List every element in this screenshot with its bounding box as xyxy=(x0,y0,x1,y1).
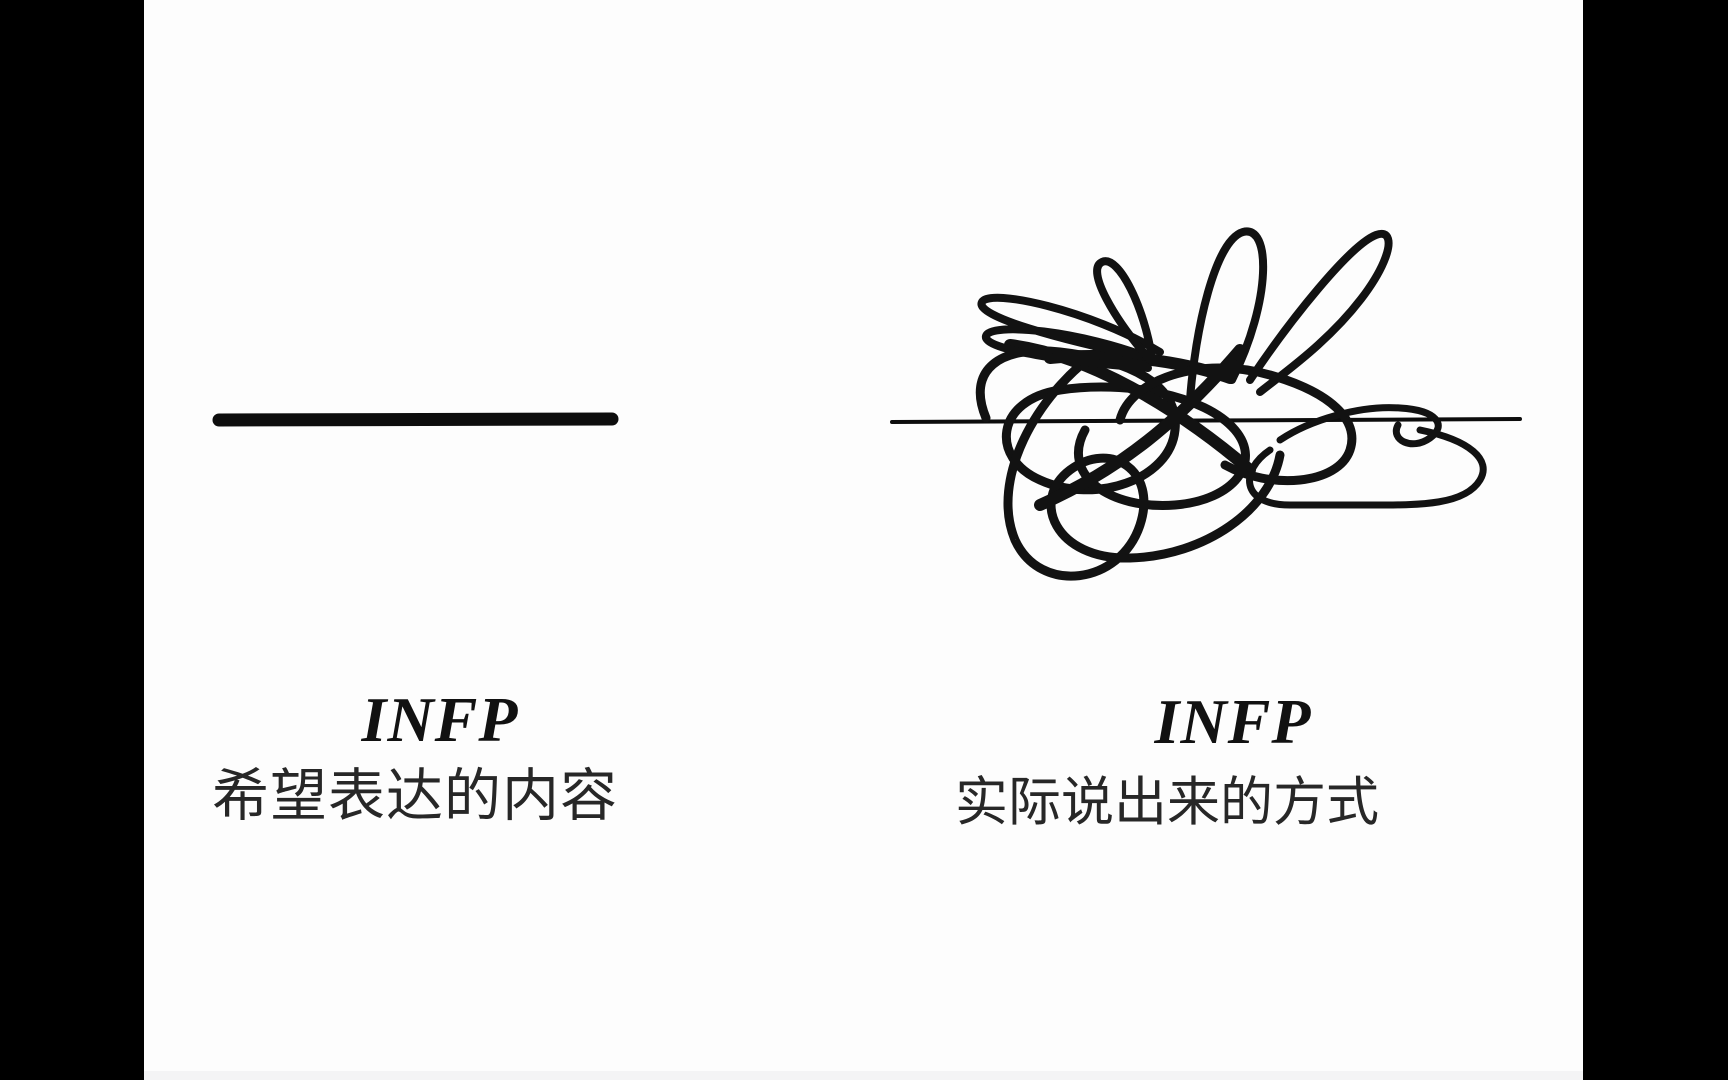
scribble-loops-bottom xyxy=(1003,345,1285,581)
bottom-edge-strip xyxy=(144,1071,1583,1080)
left-black-bar xyxy=(0,0,144,1080)
left-panel-title: INFP xyxy=(361,684,519,755)
scribble-leaf-loops-left xyxy=(977,293,1164,372)
left-panel-caption: 希望表达的内容 xyxy=(212,764,618,828)
straight-line-drawing xyxy=(212,412,619,427)
right-black-bar xyxy=(1583,0,1728,1080)
scribble-petal-loops-top xyxy=(1093,227,1393,404)
right-panel-title: INFP xyxy=(1154,686,1312,757)
scribble-arch-right xyxy=(1115,363,1357,486)
scribble-drawing xyxy=(890,227,1522,581)
right-panel-caption: 实际说出来的方式 xyxy=(955,773,1379,832)
thin-line-through-scribble xyxy=(890,417,1522,424)
scribble-hook-and-flat-loop-right xyxy=(1246,404,1487,509)
white-canvas xyxy=(144,0,1583,1080)
straight-line xyxy=(212,412,619,427)
